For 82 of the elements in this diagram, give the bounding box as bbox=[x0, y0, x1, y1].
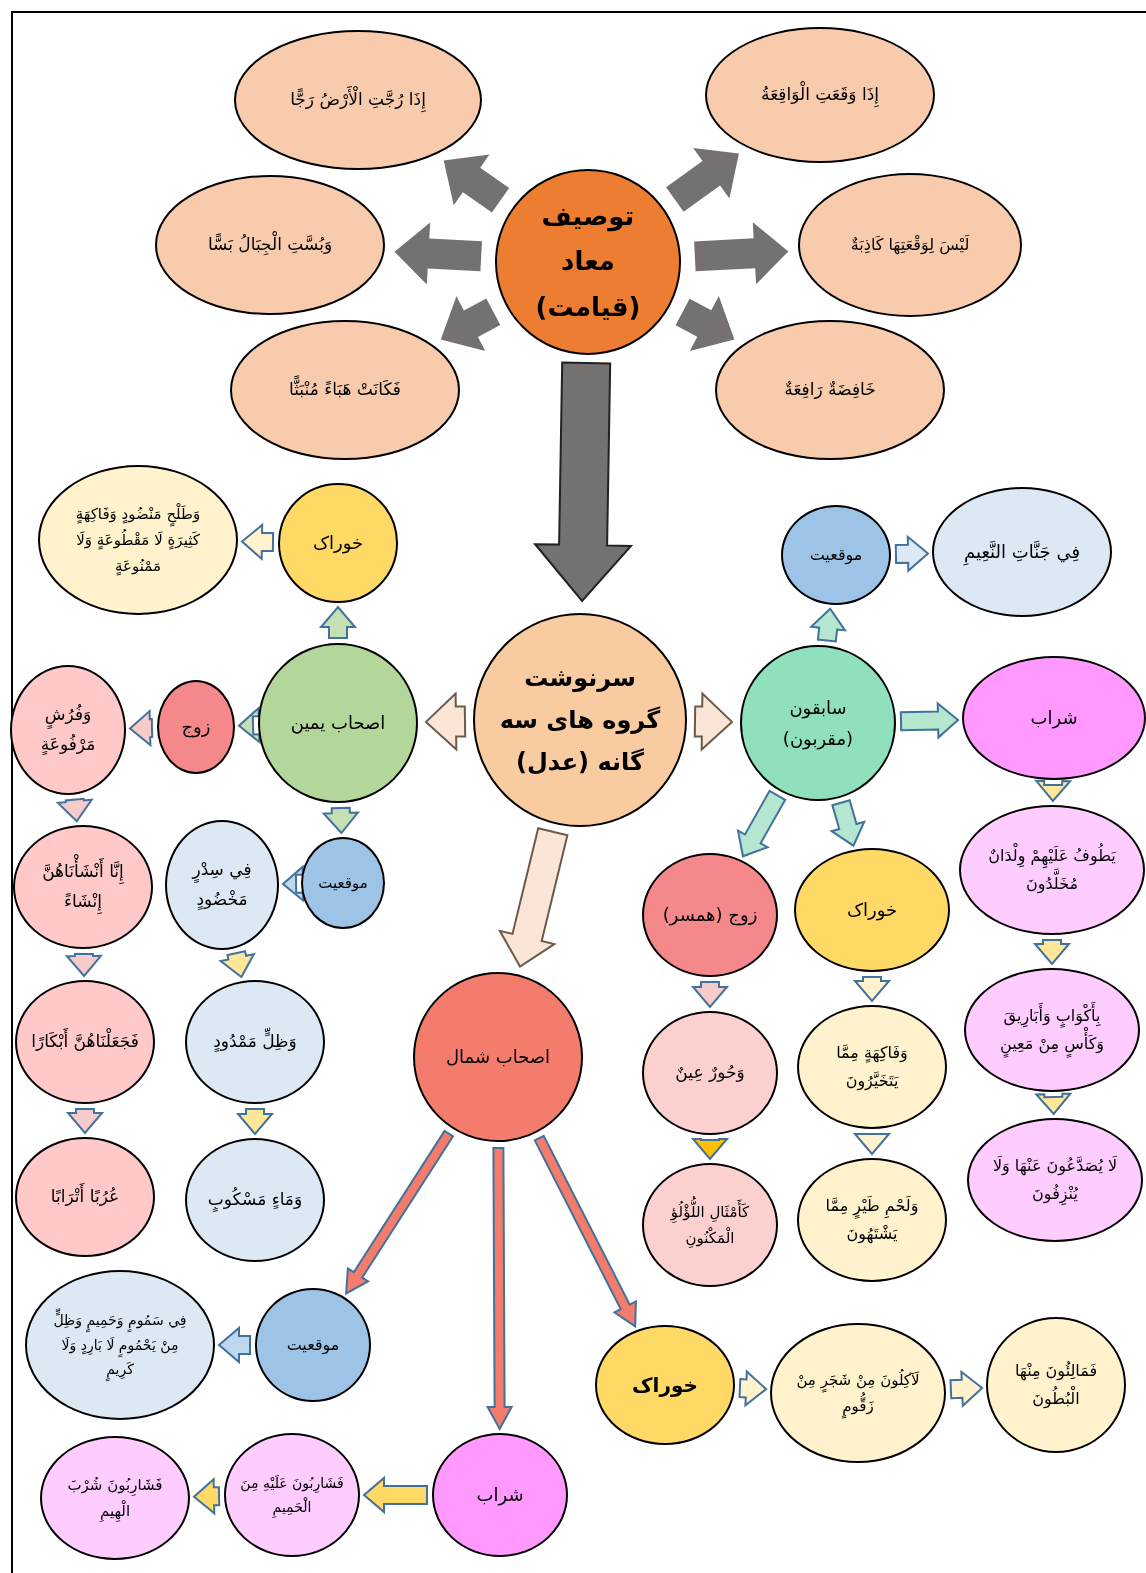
block-arrow bbox=[690, 1138, 730, 1161]
node-text: وَفَاكِهَةٍ مِمَّا يَتَخَيَّرُونَ bbox=[835, 1042, 909, 1093]
block-arrow bbox=[64, 952, 104, 978]
block-arrow bbox=[808, 607, 848, 643]
block-arrow bbox=[443, 154, 510, 213]
block-arrow bbox=[666, 148, 739, 212]
block-arrow bbox=[497, 827, 569, 969]
block-arrow bbox=[1032, 939, 1072, 966]
node-text: لَآكِلُونَ مِنْ شَجَرٍ مِنْ زَقُّومٍ bbox=[784, 1366, 932, 1420]
block-arrow bbox=[235, 1108, 275, 1136]
block-arrow bbox=[694, 222, 789, 285]
node-text: فِي سَمُومٍ وَحَمِيمٍ وَظِلٍّ مِنْ يَحْمُومٍ لَا بَارِدٍ وَلَا كَرِيمٍ bbox=[40, 1308, 200, 1382]
node-text: خوراک bbox=[311, 531, 365, 556]
node-text: شراب bbox=[1029, 706, 1079, 731]
node-text: زوج (همسر) bbox=[661, 903, 759, 928]
node-text: فِي جَنَّاتِ النَّعِيمِ bbox=[957, 536, 1087, 568]
node-text: فَمَالِئُونَ مِنْهَا الْبُطُونَ bbox=[1013, 1360, 1099, 1410]
block-arrow bbox=[899, 701, 960, 740]
block-arrow bbox=[894, 534, 930, 573]
node-text: شراب bbox=[475, 1483, 525, 1508]
block-arrow bbox=[281, 864, 305, 903]
node-text: اصحاب شمال bbox=[444, 1045, 552, 1070]
node-text: وَطَلْحٍ مَنْضُودٍ وَفَاكِهَةٍ كَثِيرَةٍ لَا مَقْطُوعَةٍ وَلَا مَمْنُوعَةٍ bbox=[74, 502, 202, 578]
node-text: إِذَا رُجَّتِ الْأَرْضُ رَجًّا bbox=[284, 85, 432, 115]
block-arrow bbox=[533, 1134, 637, 1329]
block-arrow bbox=[192, 1477, 221, 1516]
block-arrow bbox=[424, 691, 467, 752]
block-arrow bbox=[949, 1369, 984, 1408]
node-text: بِأَكْوَابٍ وَأَبَارِيقَ وَكَأْسٍ مِنْ مَعِينٍ bbox=[978, 1002, 1126, 1058]
block-arrow bbox=[852, 976, 892, 1003]
node-text: وَظِلٍّ مَمْدُودٍ bbox=[207, 1027, 303, 1057]
block-arrow bbox=[128, 708, 154, 748]
block-arrow bbox=[738, 1369, 768, 1408]
node-text: خوراک bbox=[845, 898, 899, 923]
node-text: لَا يُصَدَّعُونَ عَنْهَا وَلَا يُنْزِفُونَ bbox=[991, 1155, 1119, 1207]
node-text: وَفُرُشٍ مَرْفُوعَةٍ bbox=[39, 703, 97, 757]
node-text: يَطُوفُ عَلَيْهِمْ وِلْدَانٌ مُخَلَّدُونَ bbox=[974, 842, 1130, 898]
block-arrow bbox=[321, 806, 360, 835]
block-arrow bbox=[852, 1133, 892, 1156]
node-text: سرنوشت گروه های سه گانه (عدل) bbox=[498, 663, 662, 778]
node-text: فَشَارِبُونَ عَلَيْهِ مِنَ الْحَمِيمِ bbox=[233, 1470, 351, 1520]
node-text: اصحاب یمین bbox=[289, 711, 387, 736]
block-arrow bbox=[318, 605, 358, 639]
node-text: سابقون (مقربون) bbox=[781, 695, 855, 752]
node-text: عُرُبًا أَتْرَابًا bbox=[44, 1182, 126, 1212]
node-text: وَمَاءٍ مَسْكُوبٍ bbox=[206, 1186, 304, 1214]
block-arrow bbox=[344, 1129, 455, 1296]
node-text: فَشَارِبُونَ شُرْبَ الْهِيمِ bbox=[66, 1474, 164, 1524]
block-arrow bbox=[217, 1325, 251, 1365]
node-text: وَحُورٌ عِينٌ bbox=[674, 1061, 746, 1085]
node-text: فِي سِدْرٍ مَخْضُودٍ bbox=[190, 858, 253, 912]
block-arrow bbox=[237, 706, 261, 745]
block-arrow bbox=[1034, 1092, 1073, 1116]
node-text: موقعیت bbox=[808, 544, 864, 567]
block-arrow bbox=[218, 950, 256, 979]
block-arrow bbox=[240, 522, 275, 562]
block-arrow bbox=[440, 296, 501, 352]
block-arrow bbox=[736, 789, 787, 858]
node-text: زوج bbox=[180, 715, 212, 740]
node-text: موقعیت bbox=[317, 872, 369, 894]
node-text: توصیف معاد (قیامت) bbox=[534, 199, 642, 324]
node-text: فَكَانَتْ هَبَاءً مُنْبَثًّا bbox=[283, 375, 407, 405]
block-arrow bbox=[394, 222, 482, 285]
node-text: كَأَمْثَالِ اللُّؤْلُؤِ الْمَكْنُونِ bbox=[651, 1198, 769, 1252]
block-arrow bbox=[362, 1475, 428, 1515]
node-text: وَبُسَّتِ الْجِبَالُ بَسًّا bbox=[201, 230, 339, 260]
node-text: وَلَحْمِ طَيْرٍ مِمَّا يَشْتَهُونَ bbox=[824, 1195, 920, 1246]
node-text: إِذَا وَقَعَتِ الْوَاقِعَةُ bbox=[755, 80, 885, 110]
node-text: خوراک bbox=[631, 1371, 699, 1399]
block-arrow bbox=[65, 1108, 105, 1135]
block-arrow bbox=[829, 798, 866, 848]
block-arrow bbox=[693, 691, 734, 752]
block-arrow bbox=[675, 296, 735, 351]
block-arrow bbox=[485, 1147, 514, 1432]
block-arrow bbox=[55, 797, 94, 823]
node-text: خَافِضَةٌ رَافِعَةٌ bbox=[783, 378, 877, 402]
block-arrow bbox=[1034, 779, 1073, 803]
node-text: فَجَعَلْنَاهُنَّ أَبْكَارًا bbox=[25, 1027, 145, 1057]
block-arrow bbox=[532, 361, 634, 603]
node-text: لَيْسَ لِوَقْعَتِهَا كَاذِبَةٌ bbox=[849, 234, 971, 257]
node-text: موقعیت bbox=[285, 1334, 341, 1357]
block-arrow bbox=[690, 981, 730, 1009]
